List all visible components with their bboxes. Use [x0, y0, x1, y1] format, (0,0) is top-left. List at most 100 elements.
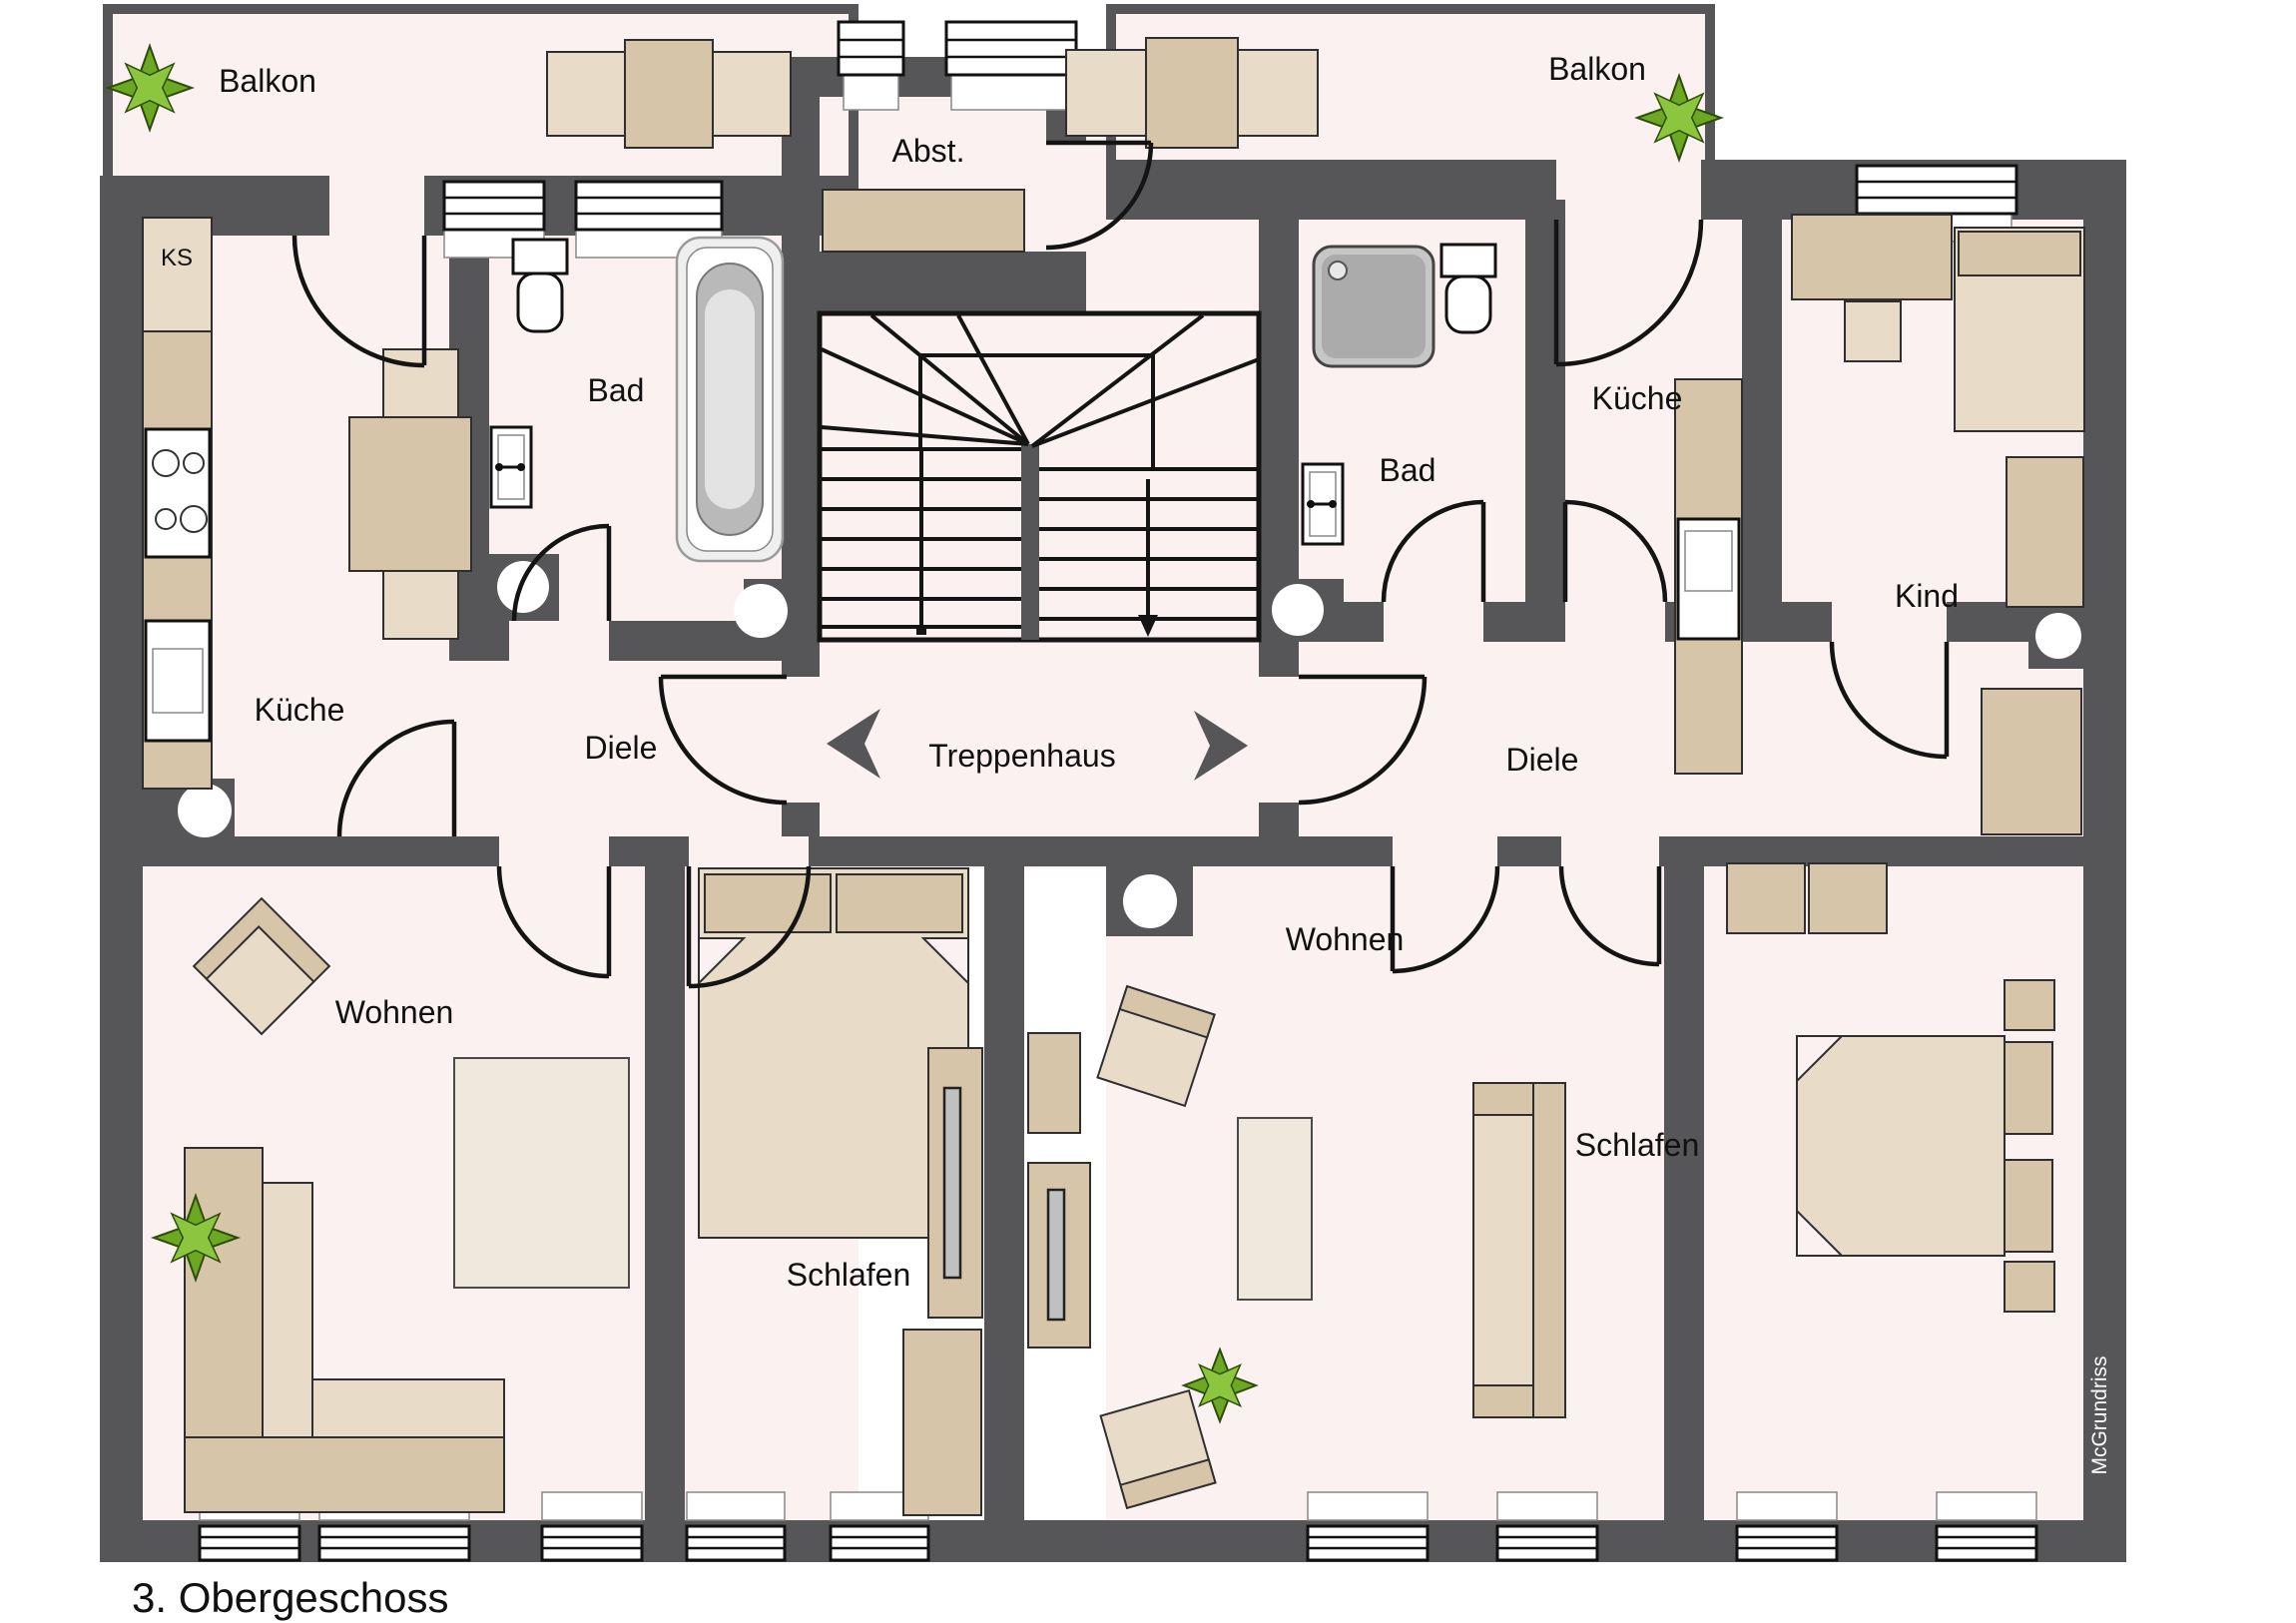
hall-wardrobe [1981, 688, 2082, 835]
door-schlafen-right [1558, 865, 1662, 967]
chair [712, 51, 792, 137]
room-label-wohnen-right: Wohnen [1286, 921, 1405, 957]
door-kueche-left [336, 719, 457, 837]
door-wohnen-left [496, 865, 612, 979]
wall-bad-right-bottom-b [1483, 602, 1565, 642]
wall-mid-d [1497, 836, 1561, 866]
schlafen-right-furniture [1726, 862, 2055, 1313]
armchair [192, 896, 331, 1036]
corner-sofa [184, 1147, 505, 1513]
room-labels: Balkon Balkon Abst. KS Bad Küche Diele T… [161, 51, 1959, 1293]
wall-bad-kueche-right [1525, 200, 1565, 602]
tv-cabinet [1027, 1162, 1091, 1349]
sofa [1472, 1082, 1566, 1418]
bad-right-furniture [1301, 243, 1497, 546]
wall-wohnen-schlafen-right [1664, 866, 1704, 1520]
double-bed [698, 867, 969, 1239]
fridge [142, 217, 213, 332]
plant-icon [105, 43, 195, 133]
sink-icon [1676, 517, 1741, 641]
room-label-balkon-left: Balkon [219, 63, 316, 99]
room-label-bad-right: Bad [1380, 452, 1436, 488]
chimney-icons [178, 561, 2081, 928]
chimney-icon [1272, 584, 1324, 636]
room-label-abst: Abst. [892, 133, 965, 169]
room-label-schlafen-right: Schlafen [1575, 1127, 1700, 1163]
chimney-icon [734, 584, 788, 638]
watermark: McGrundriss [2088, 1355, 2111, 1474]
wall-wohnen-schlafen-left [645, 866, 685, 1520]
room-label-kind: Kind [1895, 578, 1959, 614]
wall-kind-bottom-a [1742, 602, 1832, 642]
bad-left-furniture [489, 236, 785, 563]
table [1145, 37, 1239, 149]
wall-outer-left [100, 176, 143, 1562]
bathtub-icon [675, 236, 785, 563]
wall-schlafen-wohnen-mid [984, 866, 1024, 1520]
chevron-left-icon [827, 709, 880, 779]
sink-icon [144, 619, 212, 743]
windows [198, 20, 2038, 1562]
balcony-right-furniture [1065, 37, 1319, 149]
door-kind [1829, 641, 1950, 760]
coffee-table [453, 1057, 630, 1289]
table [348, 416, 472, 572]
door-schlafen-left [686, 865, 812, 989]
window-wohnen-left-3 [540, 1491, 644, 1562]
chimney-icon [497, 561, 549, 613]
table [624, 39, 714, 149]
chimney-icon [178, 784, 232, 837]
room-label-diele-right: Diele [1506, 742, 1579, 778]
window-schlafen-right-2 [1935, 1491, 2038, 1562]
washbasin-icon [489, 425, 533, 509]
stair-start-marker [916, 625, 926, 635]
chair [382, 570, 459, 640]
wardrobe [1726, 862, 1806, 934]
chevron-right-icon [1194, 711, 1248, 781]
floor-caption: 3. Obergeschoss [132, 1574, 449, 1621]
single-bed [1954, 227, 2085, 432]
wardrobe [1808, 862, 1888, 934]
chimney-icon [2035, 613, 2081, 659]
wardrobe [902, 1329, 982, 1516]
wall-top-right-a [1106, 160, 1556, 220]
balcony-left-wall-left [103, 4, 113, 176]
door-entry-right [1298, 674, 1428, 806]
room-label-kueche-right: Küche [1592, 380, 1683, 416]
door-wohnen-right [1390, 865, 1500, 974]
tv-cabinet [927, 1047, 983, 1319]
door-bad-right [1381, 499, 1486, 603]
room-label-ks: KS [161, 245, 193, 271]
washbasin-icon [1301, 462, 1345, 546]
stove-icon [144, 427, 212, 559]
window-wohnen-right-2 [1495, 1491, 1599, 1562]
chair [546, 51, 626, 137]
plant-icon [151, 1193, 241, 1283]
kueche-right-furniture [1674, 378, 1743, 775]
nightstand [2004, 1261, 2055, 1313]
door-balcony-right [1553, 219, 1704, 367]
coffee-table [1237, 1117, 1313, 1301]
room-label-kueche-left: Küche [255, 692, 345, 728]
door-bad-left [511, 523, 612, 622]
desk [1791, 214, 1953, 300]
balcony-left-furniture [546, 39, 792, 149]
window-treppenhaus [944, 20, 1078, 111]
balcony-left-wall-top [103, 4, 859, 14]
balcony-right-wall-top [1106, 4, 1715, 14]
shelf [2006, 456, 2084, 608]
window-wohnen-right-1 [1306, 1491, 1430, 1562]
stair-eye [918, 353, 1155, 469]
door-balcony-left [291, 235, 427, 368]
room-label-wohnen-left: Wohnen [335, 994, 454, 1030]
chimney-icon [1123, 874, 1177, 928]
chair [382, 348, 459, 418]
double-bed [1796, 979, 2055, 1313]
toilet-icon [511, 238, 569, 333]
room-label-treppenhaus: Treppenhaus [928, 738, 1115, 774]
chair [1065, 49, 1147, 137]
room-label-schlafen-left: Schlafen [787, 1257, 911, 1293]
staircase [817, 310, 1262, 643]
